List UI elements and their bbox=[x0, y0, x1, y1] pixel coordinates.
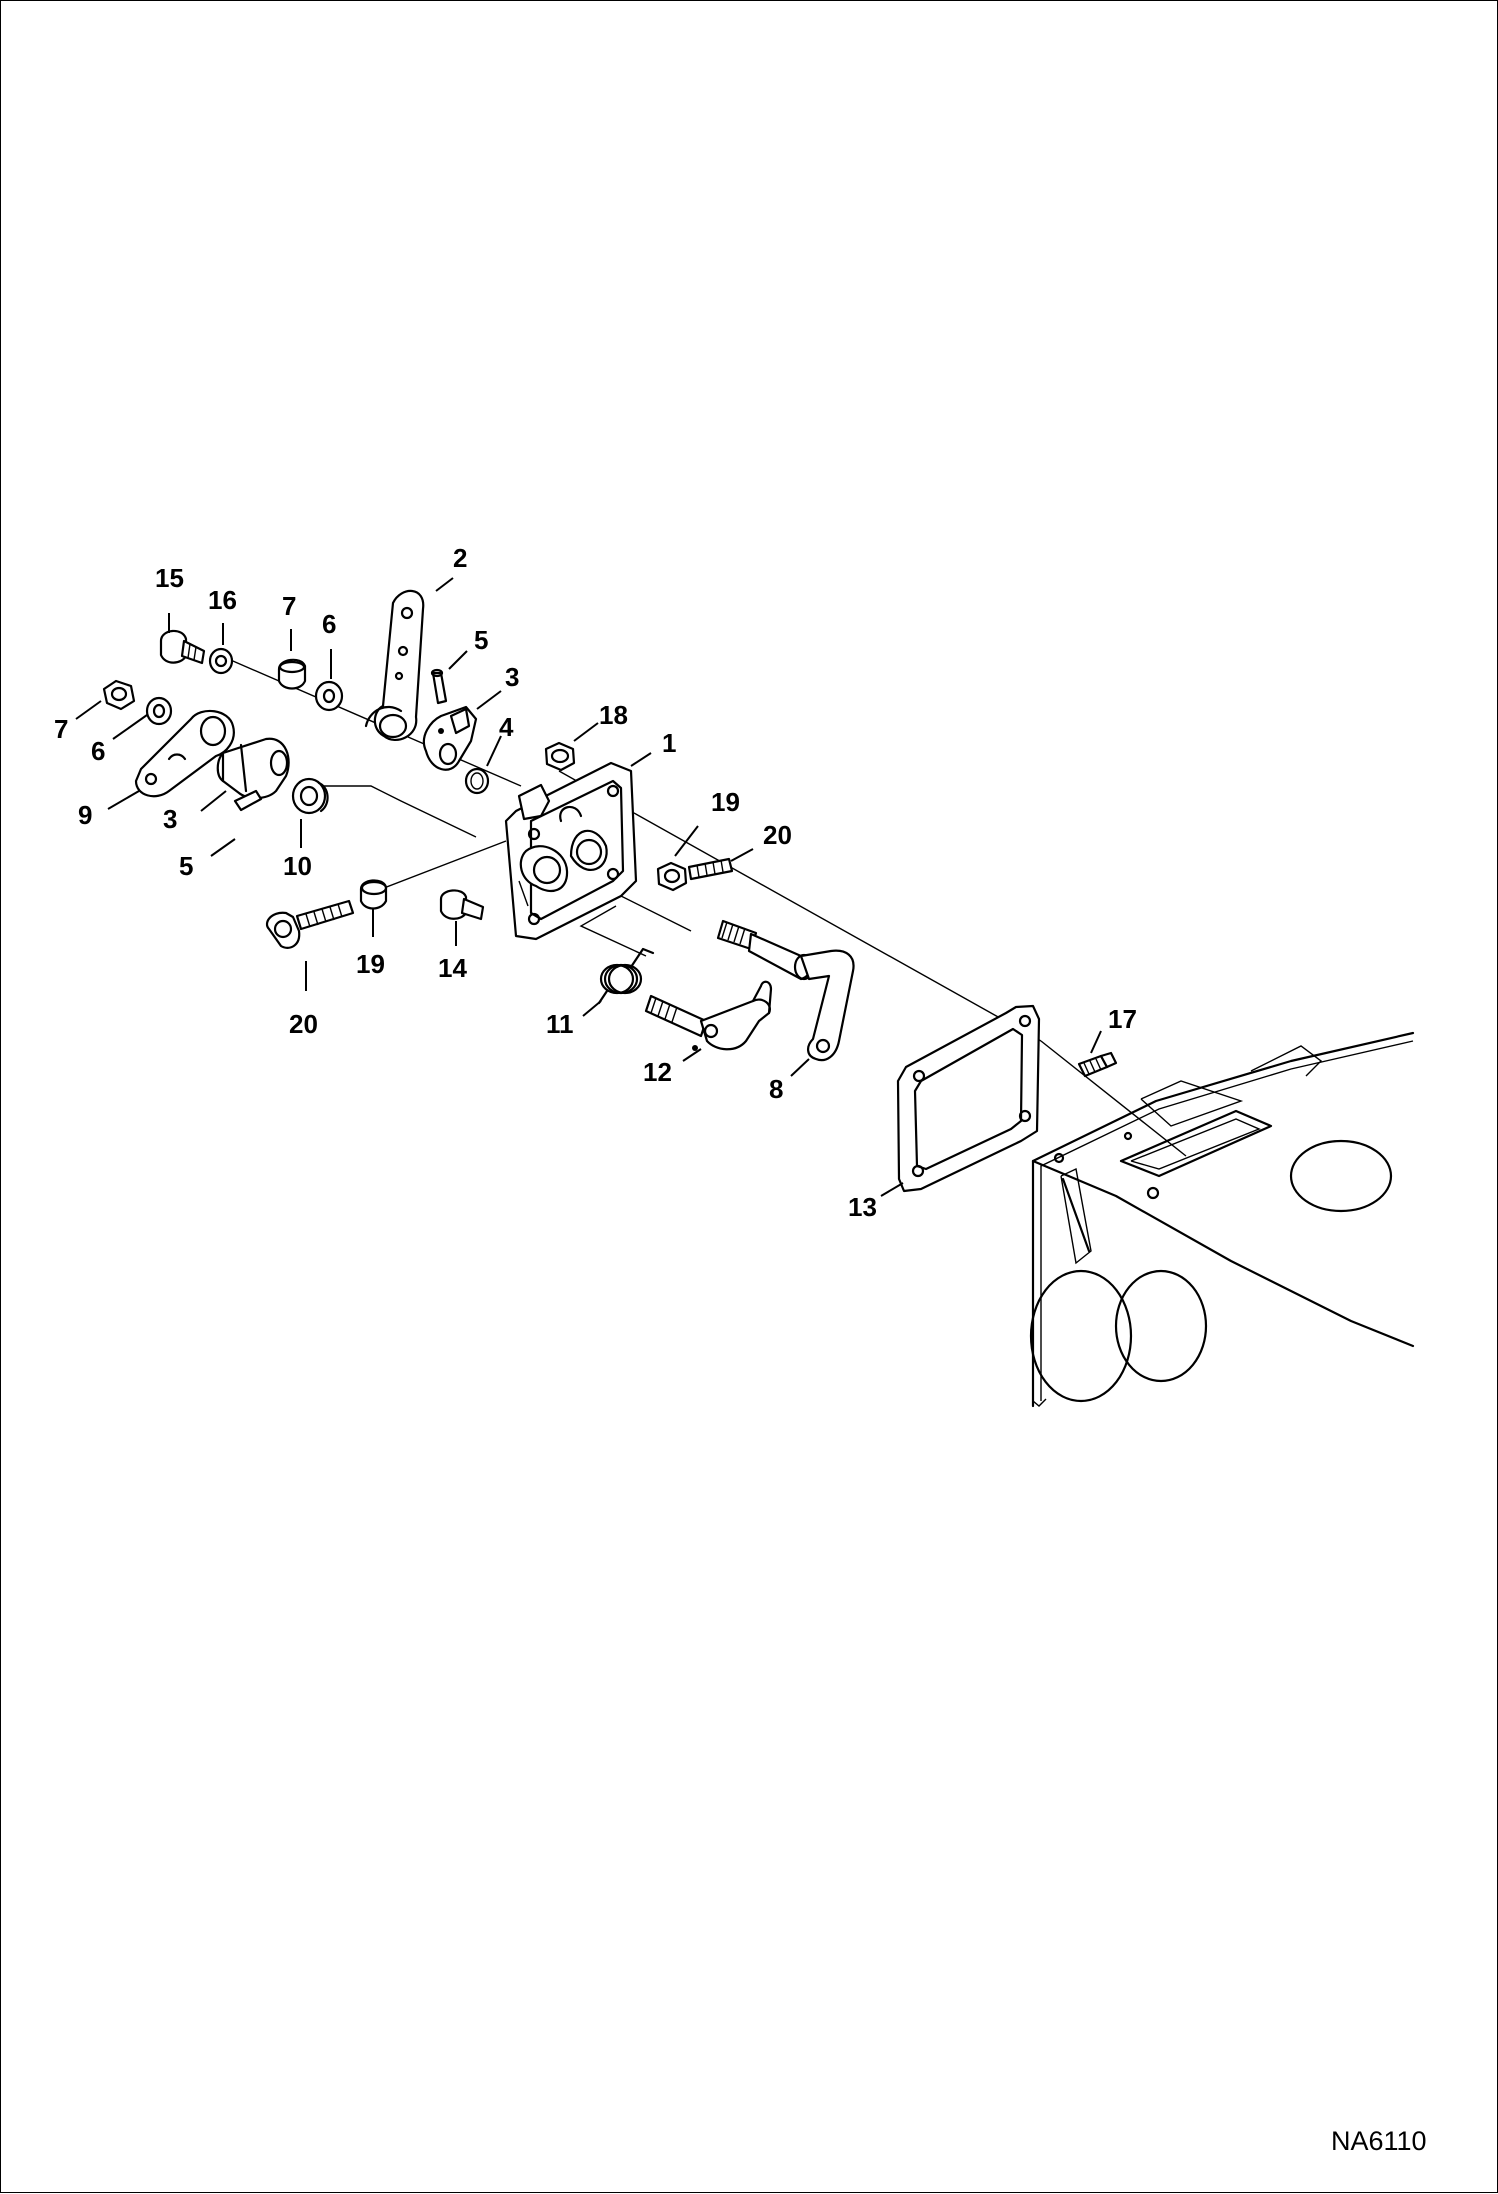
gasket bbox=[896, 1004, 1041, 1193]
lever-arm bbox=[364, 589, 425, 742]
callout-6: 6 bbox=[91, 736, 105, 766]
figure-id-label: NA6110 bbox=[1331, 2126, 1427, 2156]
bolt-housing bbox=[439, 889, 485, 921]
callout-14: 14 bbox=[438, 953, 467, 983]
callout-4: 4 bbox=[499, 712, 514, 742]
pin-upper bbox=[430, 668, 448, 705]
control-shaft bbox=[716, 919, 855, 1062]
leader-lines bbox=[75, 577, 1102, 1197]
callout-3: 3 bbox=[505, 662, 519, 692]
engine-block bbox=[1029, 1031, 1415, 1408]
callout-5: 5 bbox=[474, 625, 488, 655]
cover-housing bbox=[504, 761, 638, 941]
callout-10: 10 bbox=[283, 851, 312, 881]
nut bbox=[544, 741, 576, 772]
callout-13: 13 bbox=[848, 1192, 877, 1222]
callout-12: 12 bbox=[643, 1057, 672, 1087]
callout-11: 11 bbox=[546, 1009, 574, 1039]
pin-left bbox=[233, 789, 263, 812]
callout-19: 19 bbox=[711, 787, 740, 817]
nut-upper bbox=[277, 658, 307, 690]
callout-17: 17 bbox=[1108, 1004, 1137, 1034]
callout-2: 2 bbox=[453, 543, 467, 573]
washer-left bbox=[145, 696, 173, 726]
lever-bracket-left bbox=[216, 737, 290, 800]
callout-15: 15 bbox=[155, 563, 184, 593]
callout-3: 3 bbox=[163, 804, 177, 834]
bushing bbox=[291, 777, 329, 815]
stud bbox=[1077, 1051, 1118, 1078]
lever-plate bbox=[134, 709, 235, 798]
nut-left bbox=[102, 679, 136, 711]
o-ring bbox=[464, 767, 490, 795]
torsion-spring bbox=[597, 947, 655, 1005]
callout-8: 8 bbox=[769, 1074, 783, 1104]
washer-upper bbox=[314, 680, 344, 712]
assembly-lines bbox=[225, 657, 1187, 1157]
callout-19: 19 bbox=[356, 949, 385, 979]
callout-20: 20 bbox=[289, 1009, 318, 1039]
callout-9: 9 bbox=[78, 800, 92, 830]
callout-18: 18 bbox=[599, 700, 628, 730]
washer-small-upper bbox=[208, 647, 234, 675]
callout-1: 1 bbox=[662, 728, 676, 758]
callout-7: 7 bbox=[54, 714, 68, 744]
bolt-upper bbox=[159, 629, 206, 665]
callout-20: 20 bbox=[763, 820, 792, 850]
callout-labels: 2 15 16 7 6 5 3 4 18 1 7 6 9 3 5 10 19 2… bbox=[54, 543, 1137, 1222]
callout-16: 16 bbox=[208, 585, 237, 615]
callout-7: 7 bbox=[282, 591, 296, 621]
lever-bracket-upper bbox=[422, 705, 478, 771]
stop-screw-right bbox=[687, 857, 734, 881]
stop-screw-left bbox=[265, 899, 355, 949]
callout-5: 5 bbox=[179, 851, 193, 881]
callout-6: 6 bbox=[322, 609, 336, 639]
governor-shaft bbox=[644, 980, 773, 1051]
nut-lower-right bbox=[656, 861, 688, 892]
nut-lower-left bbox=[359, 879, 388, 910]
